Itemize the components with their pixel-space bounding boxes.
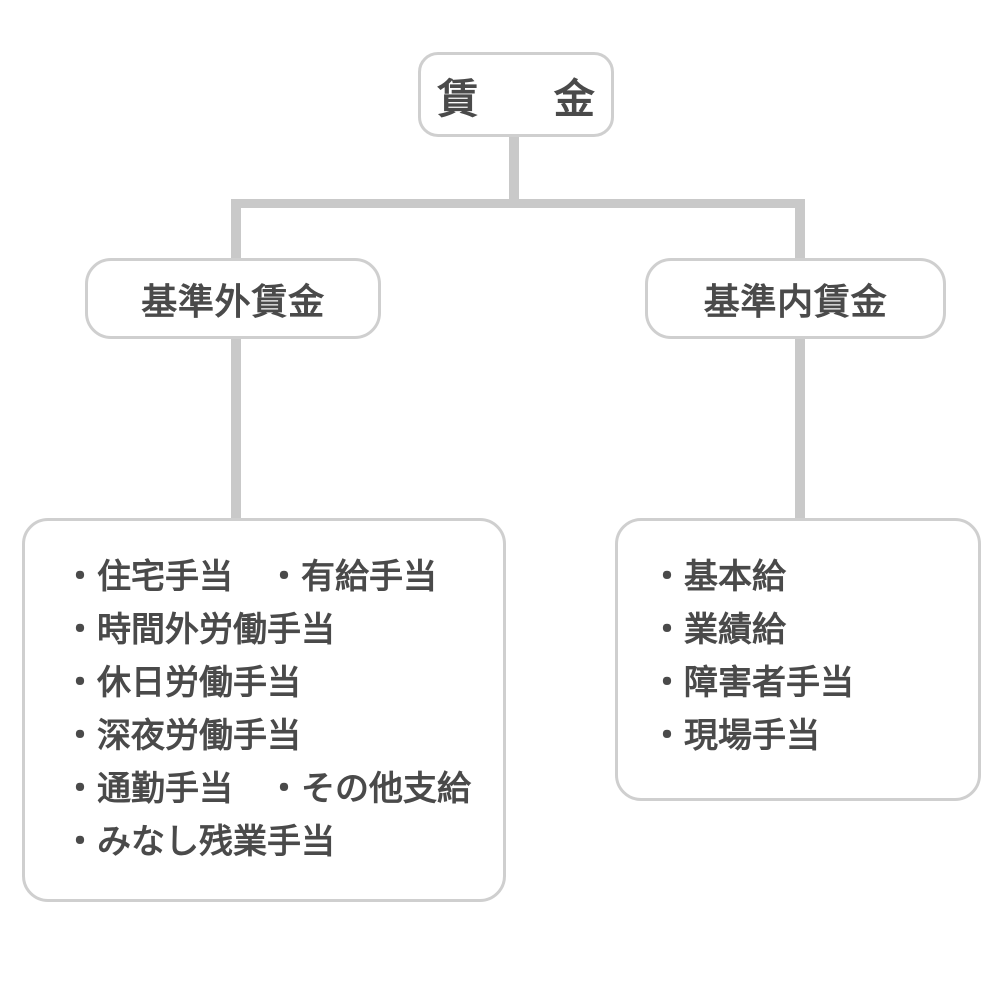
connector-drop-right-branch (795, 199, 805, 261)
connector-left-branch-to-list (231, 336, 241, 521)
connector-right-branch-to-list (795, 336, 805, 521)
connector-drop-left-branch (231, 199, 241, 261)
node-branch-non-standard-wages: 基準外賃金 (85, 258, 381, 339)
list-item: ・業績給 (650, 610, 786, 650)
list-item: ・住宅手当 ・有給手当 (63, 557, 437, 597)
node-root-label: 賃 金 (437, 74, 612, 123)
list-item: ・休日労働手当 (63, 663, 301, 703)
connector-horizontal-bus (231, 199, 805, 208)
list-item: ・現場手当 (650, 716, 820, 756)
list-item: ・障害者手当 (650, 663, 854, 703)
list-item: ・時間外労働手当 (63, 610, 335, 650)
node-root-wages: 賃 金 (418, 52, 614, 137)
list-item: ・通勤手当 ・その他支給 (63, 769, 471, 809)
node-list-non-standard-items: ・住宅手当 ・有給手当 ・時間外労働手当 ・休日労働手当 ・深夜労働手当 ・通勤… (22, 518, 506, 902)
connector-root-stem (509, 136, 519, 202)
list-item: ・基本給 (650, 557, 786, 597)
list-item: ・みなし残業手当 (63, 822, 335, 862)
list-right: ・基本給 ・業績給 ・障害者手当 ・現場手当 (618, 551, 978, 763)
node-branch-right-label: 基準内賃金 (703, 281, 888, 323)
list-left: ・住宅手当 ・有給手当 ・時間外労働手当 ・休日労働手当 ・深夜労働手当 ・通勤… (25, 551, 503, 869)
list-item: ・深夜労働手当 (63, 716, 301, 756)
node-list-standard-items: ・基本給 ・業績給 ・障害者手当 ・現場手当 (615, 518, 981, 801)
node-branch-left-label: 基準外賃金 (141, 281, 325, 323)
node-branch-standard-wages: 基準内賃金 (645, 258, 946, 339)
